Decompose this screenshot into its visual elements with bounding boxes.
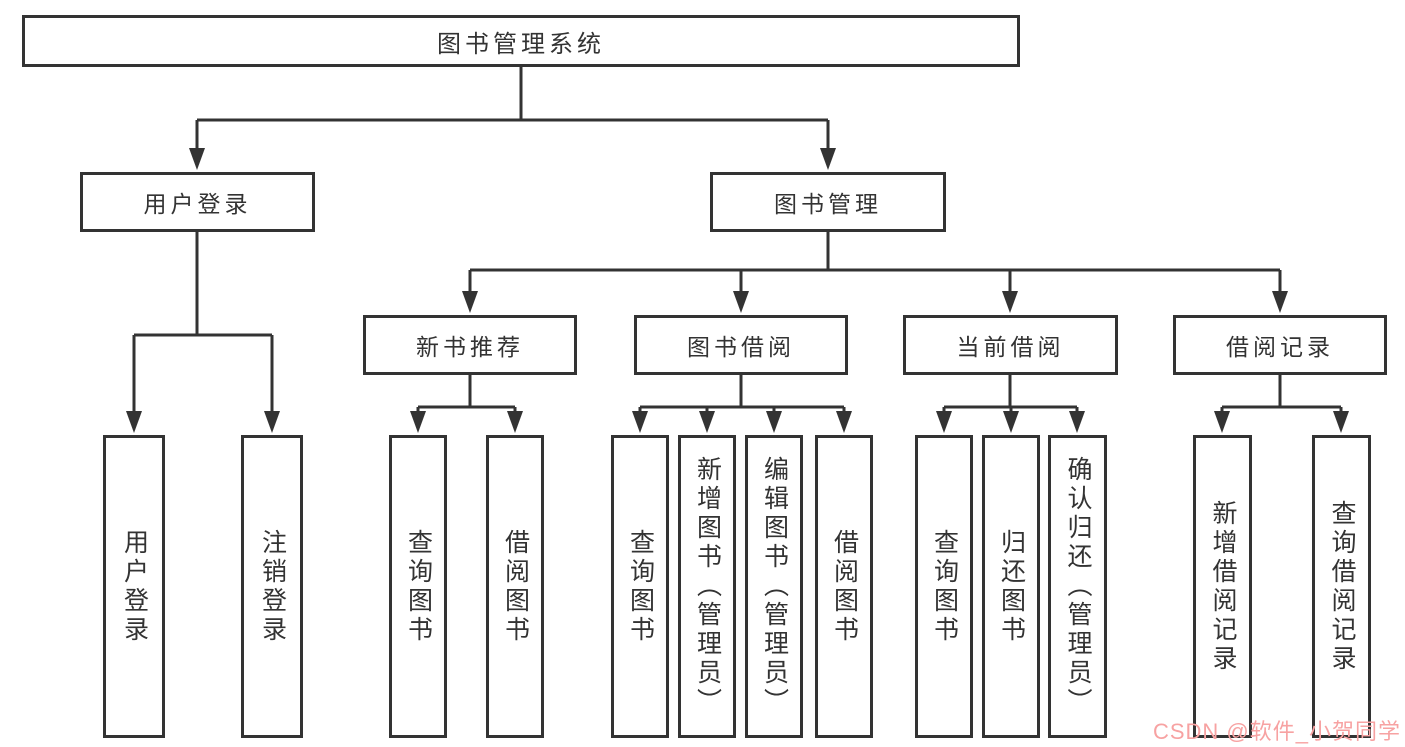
leaf-cb-return-books: 归还图书 bbox=[982, 435, 1040, 738]
leaf-bb-add-books-admin: 新增图书（管理员） bbox=[678, 435, 736, 738]
node-book-borrowing: 图书借阅 bbox=[634, 315, 848, 375]
leaf-br-query-record: 查询借阅记录 bbox=[1312, 435, 1371, 738]
node-current-borrowing: 当前借阅 bbox=[903, 315, 1118, 375]
leaf-cb-confirm-return-admin: 确认归还（管理员） bbox=[1048, 435, 1107, 738]
node-new-book-recommendation: 新书推荐 bbox=[363, 315, 577, 375]
leaf-rec-query-books: 查询图书 bbox=[389, 435, 447, 738]
node-book-management-branch: 图书管理 bbox=[710, 172, 946, 232]
node-borrowing-records: 借阅记录 bbox=[1173, 315, 1387, 375]
leaf-bb-query-books: 查询图书 bbox=[611, 435, 669, 738]
leaf-user-login: 用户登录 bbox=[103, 435, 165, 738]
csdn-watermark: CSDN @软件_小贺同学 bbox=[1152, 719, 1401, 744]
leaf-br-add-record: 新增借阅记录 bbox=[1193, 435, 1252, 738]
node-root-system: 图书管理系统 bbox=[22, 15, 1020, 67]
leaf-rec-borrow-books: 借阅图书 bbox=[486, 435, 544, 738]
leaf-bb-edit-books-admin: 编辑图书（管理员） bbox=[745, 435, 803, 738]
node-user-login-branch: 用户登录 bbox=[80, 172, 315, 232]
leaf-bb-borrow-books: 借阅图书 bbox=[815, 435, 873, 738]
leaf-logout: 注销登录 bbox=[241, 435, 303, 738]
arrowheads bbox=[126, 148, 1349, 433]
leaf-cb-query-books: 查询图书 bbox=[915, 435, 973, 738]
